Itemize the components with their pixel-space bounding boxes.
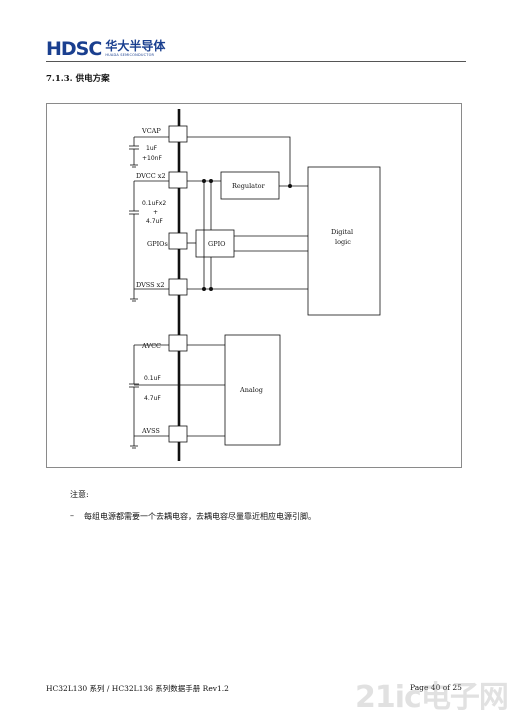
pin-label-dvcc: DVCC x2 — [136, 172, 166, 180]
wire-vcap — [187, 136, 291, 186]
watermark: 21ic电子网 — [355, 680, 509, 715]
analog-label: Analog — [239, 386, 263, 394]
logo-en: HUADA SEMICONDUCTOR — [105, 53, 155, 57]
section-title: 7.1.3. 供电方案 — [46, 74, 110, 84]
junction-dvss-1 — [201, 286, 206, 291]
pin-label-dvss: DVSS x2 — [136, 281, 164, 289]
cap-label-avcc-1: 0.1uF — [144, 375, 161, 382]
regulator-label: Regulator — [232, 182, 266, 190]
pin-label-avss: AVSS — [141, 427, 160, 435]
cap-label-vcap-1: 1uF — [146, 145, 158, 152]
note-label: 注意: — [70, 490, 89, 499]
gpio-block — [195, 229, 235, 258]
power-supply-schematic: VCAP DVCC x2 GPIOs DVSS x2 AVCC AVSS Reg… — [129, 109, 381, 461]
pin-pad-avcc — [168, 334, 188, 352]
cap-label-dvcc-2: + — [153, 209, 158, 216]
pin-label-avcc: AVCC — [141, 342, 161, 350]
cap-label-vcap-2: +10nF — [142, 155, 162, 162]
gpio-label: GPIO — [208, 240, 225, 248]
digital-logic-label-1: Digital — [331, 228, 353, 236]
footer-page-number: Page 40 of 25 — [410, 683, 462, 692]
footer-doc-title: HC32L130 系列 / HC32L136 系列数据手册 Rev1.2 — [46, 684, 229, 693]
pin-pad-dvss — [168, 278, 188, 296]
note-bullet-dash: – — [70, 511, 74, 520]
regulator-block — [220, 171, 280, 200]
company-logo: HDSC 华大半导体 HUADA SEMICONDUCTOR — [46, 40, 165, 59]
logo-cn: 华大半导体 — [105, 39, 166, 53]
pin-pad-dvcc — [168, 171, 188, 189]
note-item: – 每组电源都需要一个去耦电容，去耦电容尽量靠近相应电源引脚。 — [70, 511, 316, 522]
digital-logic-label-2: logic — [335, 238, 351, 246]
pin-pad-vcap — [168, 125, 188, 143]
logo-text: 华大半导体 HUADA SEMICONDUCTOR — [105, 40, 165, 58]
cap-label-dvcc-3: 4.7uF — [146, 218, 163, 225]
header-rule — [46, 61, 466, 62]
digital-logic-block — [307, 166, 381, 316]
pin-label-gpios: GPIOs — [147, 240, 168, 248]
analog-block — [224, 334, 281, 446]
logo-mark: HDSC — [46, 38, 102, 60]
cap-label-avcc-2: 4.7uF — [144, 395, 161, 402]
pin-pad-avss — [168, 425, 188, 443]
diagram-frame — [46, 103, 462, 468]
pin-label-vcap: VCAP — [141, 127, 161, 135]
note-item-text: 每组电源都需要一个去耦电容，去耦电容尽量靠近相应电源引脚。 — [84, 512, 316, 521]
pin-pad-gpios — [168, 232, 188, 250]
cap-label-dvcc-1: 0.1uFx2 — [142, 200, 166, 207]
